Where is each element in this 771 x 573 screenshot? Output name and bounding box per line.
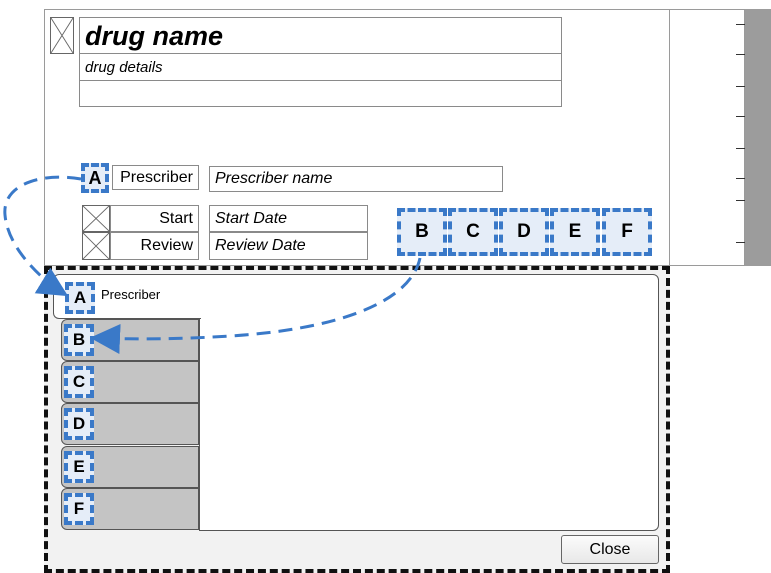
dialog-tab-a-badge: A <box>65 282 95 314</box>
dialog-tab-e-badge: E <box>64 451 94 483</box>
toolbar-badge-c[interactable]: C <box>448 208 498 256</box>
dialog-tab-a-label: Prescriber <box>101 287 161 302</box>
toolbar-badge-d[interactable]: D <box>499 208 549 256</box>
arrow-a-to-tab-a <box>3 175 82 297</box>
dialog-tab-d-badge: D <box>64 408 94 440</box>
toolbar-badge-e[interactable]: E <box>550 208 600 256</box>
review-date-field[interactable]: Review Date <box>209 232 368 260</box>
review-label: Review <box>110 232 199 260</box>
start-placeholder-icon <box>82 205 110 232</box>
badge-a: A <box>81 163 109 193</box>
prescriber-name-field[interactable]: Prescriber name <box>209 166 503 192</box>
start-label: Start <box>110 205 199 232</box>
toolbar-badge-b[interactable]: B <box>397 208 447 256</box>
toolbar-badge-f[interactable]: F <box>602 208 652 256</box>
dialog-tab-f-badge: F <box>64 493 94 525</box>
prescriber-label: Prescriber <box>112 165 199 190</box>
drug-extra-row <box>79 81 562 107</box>
right-side-panel <box>669 9 745 266</box>
drug-details: drug details <box>79 54 562 81</box>
arrow-b-to-tab-b <box>90 257 422 354</box>
review-placeholder-icon <box>82 232 110 260</box>
drug-name-title: drug name <box>79 17 562 54</box>
dialog-tab-c-badge: C <box>64 366 94 398</box>
start-date-field[interactable]: Start Date <box>209 205 368 232</box>
dialog-content-area <box>199 274 659 531</box>
close-button[interactable]: Close <box>561 535 659 564</box>
scrollbar[interactable] <box>745 9 771 266</box>
drug-image-placeholder-icon <box>50 17 74 54</box>
